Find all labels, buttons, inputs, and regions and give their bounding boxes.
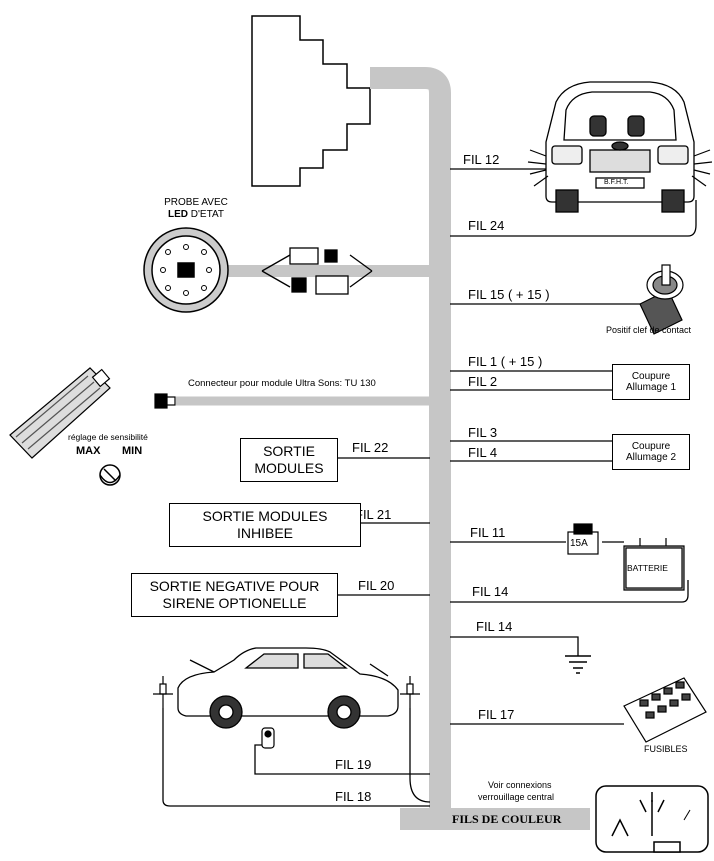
- car-flash-rays: [527, 149, 713, 187]
- sensitivity-knob-icon: [99, 464, 121, 486]
- coupure-allumage-1-box: Coupure Allumage 1: [612, 364, 690, 400]
- wire-fil19: FIL 19: [335, 757, 372, 772]
- coupure-allumage-2-box: Coupure Allumage 2: [612, 434, 690, 470]
- sortie-negative-box: SORTIE NEGATIVE POUR SIRENE OPTIONELLE: [131, 573, 338, 617]
- car-plate-label: B.F.H.T.: [604, 179, 629, 186]
- ignition-key-icon: [639, 264, 684, 335]
- sortie-negative-line2: SIRENE OPTIONELLE: [162, 595, 307, 611]
- probe-title-led: LED: [168, 209, 188, 220]
- sensitivity-min-label: MIN: [122, 445, 143, 457]
- central-lock-label-2: verrouillage central: [478, 792, 555, 802]
- coupure-2-line1: Coupure: [631, 441, 671, 452]
- fuses-label: FUSIBLES: [644, 744, 688, 754]
- left-wires: [162, 457, 431, 807]
- probe-title-line1: PROBE AVEC: [164, 197, 228, 208]
- fuse-box-icon: [623, 677, 707, 743]
- wire-fil3: FIL 3: [468, 425, 498, 440]
- sortie-modules-line1: SORTIE: [263, 443, 315, 459]
- wire-fil11: FIL 11: [470, 525, 506, 540]
- probe-title-rest: D'ETAT: [188, 209, 224, 220]
- ultrasons-connector-icon: [154, 393, 176, 409]
- probe-connectors: [261, 247, 373, 295]
- main-unit-outline: [251, 15, 371, 187]
- sortie-inhibee-line2: INHIBEE: [236, 525, 293, 541]
- hood-switch-icon: [261, 727, 275, 749]
- wire-fil2: FIL 2: [468, 374, 498, 389]
- coupure-1-line2: Allumage 1: [625, 382, 677, 393]
- ground-symbol: [565, 655, 591, 674]
- wire-fil22: FIL 22: [352, 440, 389, 455]
- sortie-modules-inhibee-box: SORTIE MODULES INHIBEE: [169, 503, 361, 547]
- car-front-icon: [545, 81, 695, 213]
- sortie-modules-line2: MODULES: [254, 460, 324, 476]
- probe-led-icon: [143, 227, 229, 313]
- sensitivity-label: réglage de sensibilité: [68, 432, 148, 442]
- ultrasons-label: Connecteur pour module Ultra Sons: TU 13…: [188, 378, 376, 389]
- probe-title: PROBE AVEC LED D'ETAT: [148, 197, 244, 221]
- right-wires: [450, 168, 697, 725]
- wire-fil18: FIL 18: [335, 789, 372, 804]
- fuse-15a-icon: [567, 523, 599, 555]
- wire-fil17: FIL 17: [478, 707, 515, 722]
- battery-icon: [623, 538, 685, 591]
- sortie-negative-line1: SORTIE NEGATIVE POUR: [149, 578, 320, 594]
- main-harness: [370, 67, 451, 812]
- wire-fil12: FIL 12: [463, 152, 500, 167]
- central-lock-icon: [595, 785, 709, 853]
- wire-fil15: FIL 15 ( + 15 ): [468, 287, 550, 302]
- coupure-2-line2: Allumage 2: [625, 452, 677, 463]
- door-switch-icons: [153, 676, 420, 708]
- wire-fil4: FIL 4: [468, 445, 498, 460]
- wire-fil14-ground: FIL 14: [476, 619, 513, 634]
- ultrasons-module-icon: [9, 367, 111, 459]
- wire-fil21: FIL 21: [355, 507, 392, 522]
- coupure-1-line1: Coupure: [631, 371, 671, 382]
- car-side-icon: [177, 647, 399, 729]
- wire-fil14-battery: FIL 14: [472, 584, 509, 599]
- central-lock-label-1: Voir connexions: [488, 780, 552, 790]
- wire-fil1: FIL 1 ( + 15 ): [468, 354, 543, 369]
- battery-label: BATTERIE: [627, 563, 668, 573]
- fuse-15a-label: 15A: [570, 538, 588, 549]
- sensitivity-max-label: MAX: [76, 445, 101, 457]
- wire-fil24: FIL 24: [468, 218, 505, 233]
- fils-couleur-band: [400, 808, 590, 830]
- sortie-inhibee-line1: SORTIE MODULES: [202, 508, 328, 524]
- wire-fil20: FIL 20: [358, 578, 395, 593]
- fils-couleur-label: FILS DE COULEUR: [452, 812, 562, 826]
- ignition-key-label: Positif clef de contact: [606, 325, 692, 335]
- sortie-modules-box: SORTIE MODULES: [240, 438, 338, 482]
